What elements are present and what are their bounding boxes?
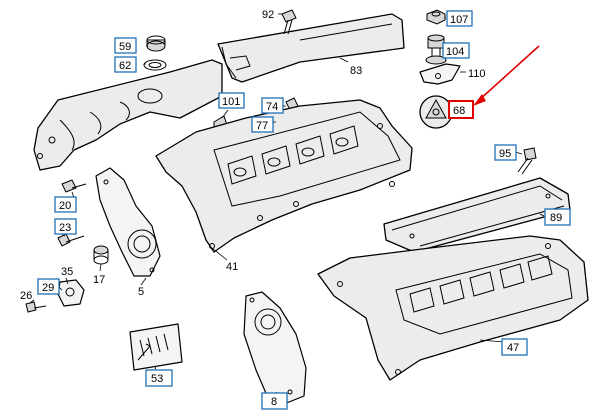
part-41-cylinder-head-cover: [155, 99, 413, 253]
svg-text:101: 101: [222, 96, 240, 108]
part-92-bolt: [281, 9, 297, 35]
label-77[interactable]: 77: [251, 116, 274, 133]
highlight-arrow: [473, 45, 540, 106]
label-26[interactable]: 26: [20, 290, 32, 302]
label-92[interactable]: 92: [262, 9, 274, 21]
label-59[interactable]: 59: [114, 37, 137, 54]
part-5-gasket: [95, 167, 161, 277]
label-95[interactable]: 95: [494, 144, 517, 161]
part-engine-cover-left: [33, 59, 223, 171]
svg-text:29: 29: [42, 282, 54, 294]
svg-text:41: 41: [226, 261, 238, 273]
svg-text:59: 59: [119, 41, 131, 53]
part-47-cylinder-head-cover: [317, 235, 589, 381]
label-29[interactable]: 29: [37, 278, 60, 295]
label-17[interactable]: 17: [93, 274, 105, 286]
part-59-cap: [146, 35, 166, 52]
part-53-label-plate: [129, 323, 183, 371]
label-83[interactable]: 83: [350, 65, 362, 77]
label-62[interactable]: 62: [114, 56, 137, 73]
part-35-seal: [57, 279, 85, 307]
label-110[interactable]: 110: [468, 68, 486, 80]
part-95-bolt: [517, 147, 537, 175]
svg-text:53: 53: [151, 373, 163, 385]
label-47[interactable]: 47: [501, 338, 528, 356]
svg-text:68: 68: [453, 105, 465, 117]
label-41[interactable]: 41: [226, 261, 238, 273]
svg-text:74: 74: [266, 101, 278, 113]
svg-text:77: 77: [256, 120, 268, 132]
part-20-bolt: [61, 179, 87, 193]
svg-text:62: 62: [119, 60, 131, 72]
part-107-nut: [426, 9, 446, 25]
svg-text:104: 104: [446, 46, 464, 58]
part-110-bracket: [419, 63, 461, 85]
svg-text:17: 17: [93, 274, 105, 286]
svg-text:26: 26: [20, 290, 32, 302]
svg-text:107: 107: [450, 14, 468, 26]
label-20[interactable]: 20: [54, 196, 77, 213]
label-101[interactable]: 101: [218, 92, 245, 109]
svg-text:89: 89: [550, 212, 562, 224]
svg-text:47: 47: [507, 342, 519, 354]
label-68[interactable]: 68: [448, 100, 474, 119]
label-89[interactable]: 89: [544, 208, 571, 226]
svg-text:83: 83: [350, 65, 362, 77]
svg-text:92: 92: [262, 9, 274, 21]
part-23-bolt: [57, 233, 85, 247]
svg-text:35: 35: [61, 266, 73, 278]
label-53[interactable]: 53: [145, 369, 173, 387]
label-8[interactable]: 8: [261, 392, 288, 410]
label-35[interactable]: 35: [61, 266, 73, 278]
part-104-rubber-mount: [425, 34, 447, 65]
svg-text:8: 8: [271, 396, 277, 408]
svg-text:95: 95: [499, 148, 511, 160]
part-26-bolt: [25, 301, 47, 313]
svg-text:20: 20: [59, 200, 71, 212]
part-83-engine-cover-top: [217, 13, 405, 83]
svg-text:5: 5: [138, 286, 144, 298]
label-104[interactable]: 104: [442, 42, 470, 59]
svg-text:23: 23: [59, 222, 71, 234]
label-5[interactable]: 5: [138, 286, 144, 298]
part-17-plug: [93, 245, 109, 265]
label-107[interactable]: 107: [446, 10, 473, 27]
part-8-gasket: [243, 291, 307, 405]
part-62-seal-ring: [143, 59, 167, 71]
label-74[interactable]: 74: [261, 97, 284, 114]
svg-text:110: 110: [468, 68, 486, 80]
label-23[interactable]: 23: [54, 218, 77, 235]
part-68-damper: [419, 95, 453, 129]
